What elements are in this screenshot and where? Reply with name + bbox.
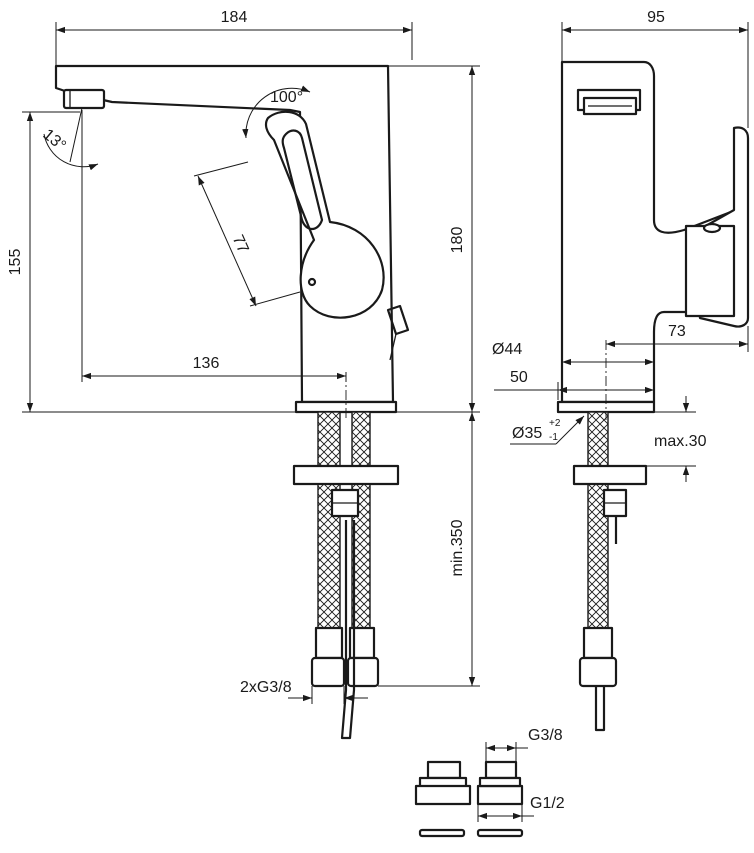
aerator <box>62 88 106 110</box>
front-view <box>54 64 410 740</box>
dim-min-350: min.350 <box>449 519 466 576</box>
dim-lever-rotation: 100° <box>270 89 303 106</box>
dim-deck-thickness: max.30 <box>654 433 707 450</box>
dim-base-diameter: Ø44 <box>492 341 522 358</box>
dim-180: 180 <box>449 227 466 254</box>
dim-hole-tol-lower: -1 <box>549 432 558 443</box>
dim-136: 136 <box>193 355 220 372</box>
dim-184: 184 <box>221 9 248 26</box>
dim-connection-thread: 2xG3/8 <box>240 679 292 696</box>
side-view <box>556 60 750 732</box>
dim-73: 73 <box>668 323 686 340</box>
mounting-plate <box>292 464 400 486</box>
dim-50: 50 <box>510 369 528 386</box>
dim-hole-diameter: Ø35 <box>512 425 542 442</box>
dim-adapter-outlet: G1/2 <box>530 795 565 812</box>
front-dimensions: 184 180 155 136 13° 100° 77 min.350 <box>7 9 480 704</box>
dim-adapter-inlet: G3/8 <box>528 727 563 744</box>
dim-77: 77 <box>229 233 252 256</box>
dim-95: 95 <box>647 9 665 26</box>
side-dimensions: 95 73 Ø44 50 Ø35 +2 -1 max.30 <box>492 9 749 482</box>
adapters: G3/8 G1/2 <box>414 727 565 838</box>
dim-spout-angle: 13° <box>39 126 68 155</box>
side-body <box>560 60 738 404</box>
hose-left <box>317 411 341 631</box>
dim-hole-tol-upper: +2 <box>549 418 561 429</box>
dim-155: 155 <box>7 249 24 276</box>
